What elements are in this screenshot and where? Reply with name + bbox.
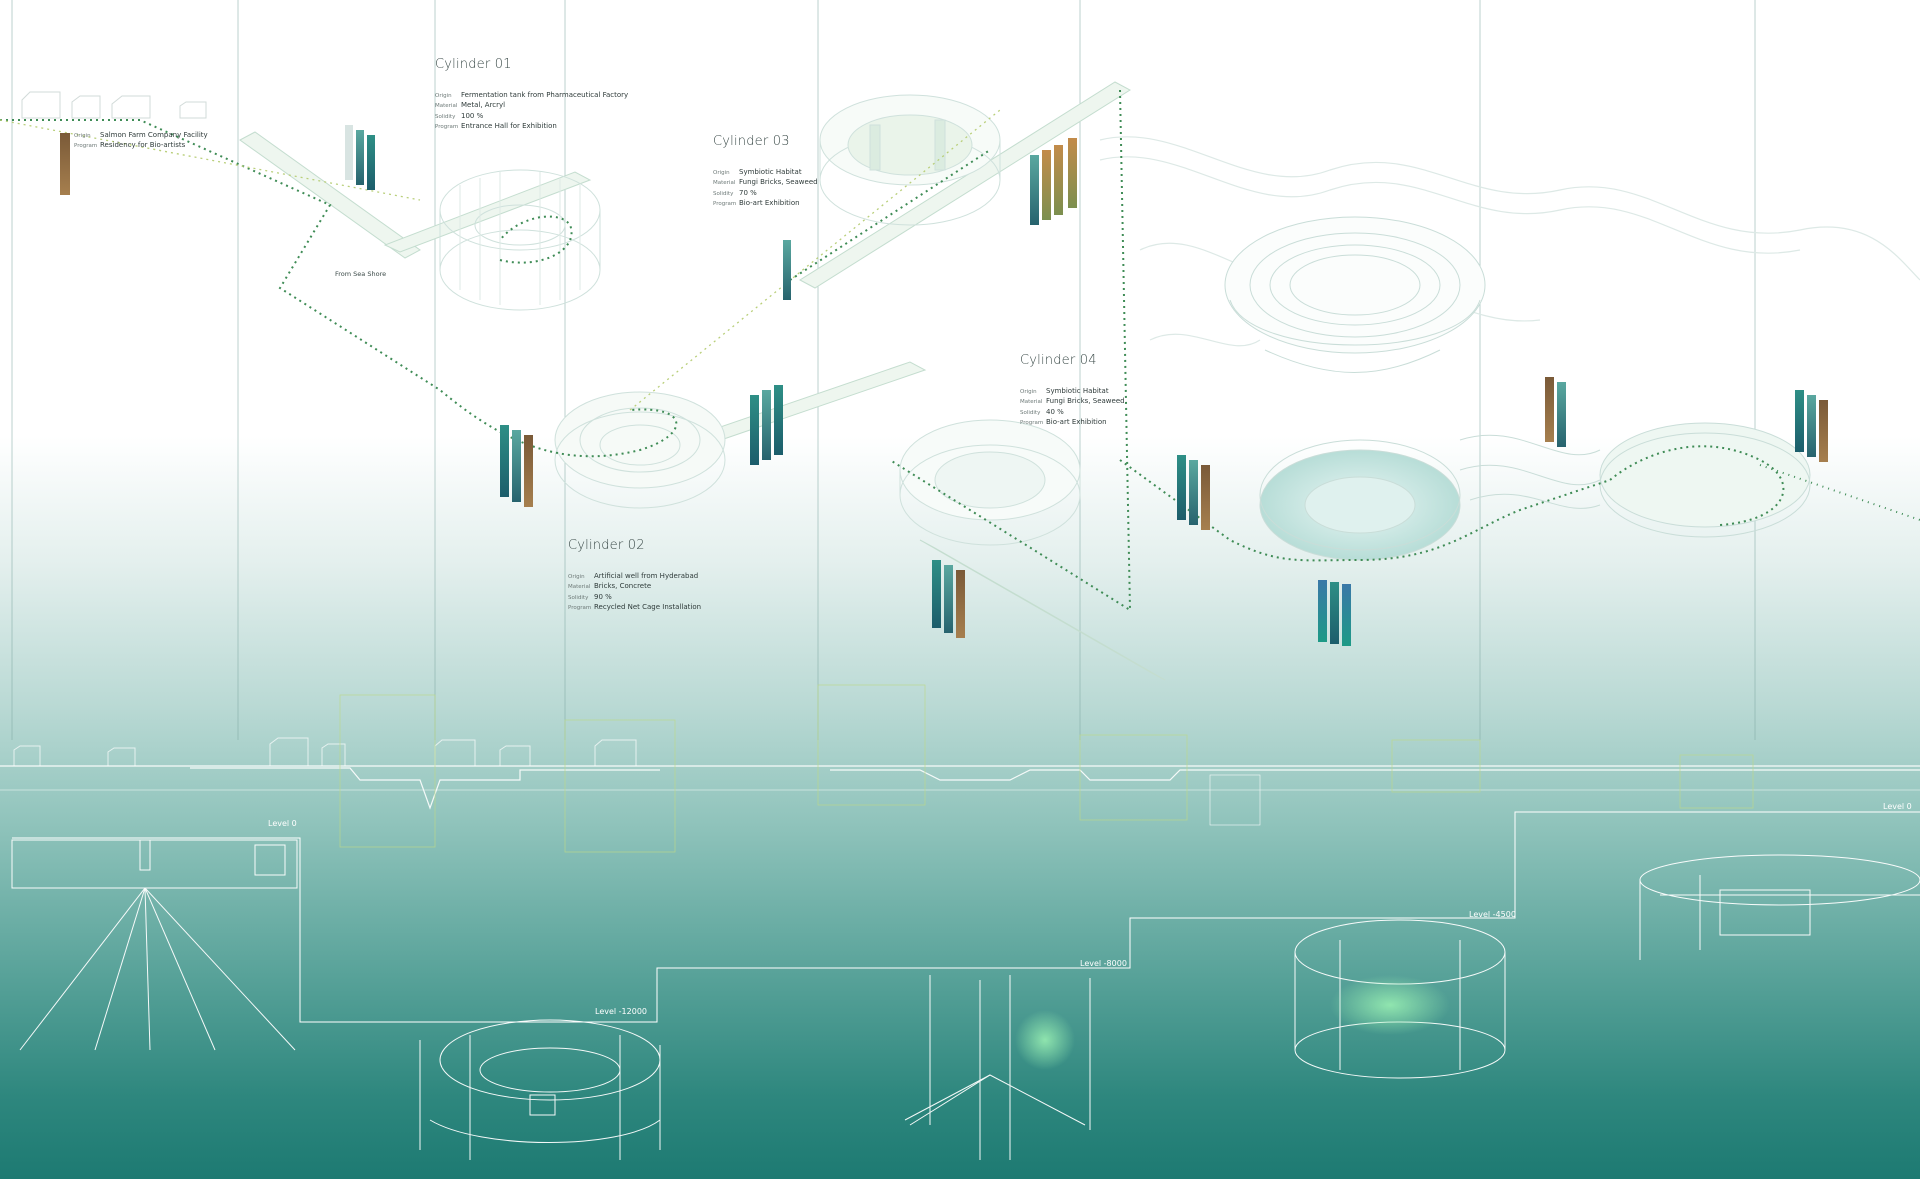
level-label: Level 0 — [268, 819, 297, 828]
cylinder-04-drawing — [899, 419, 1081, 546]
houses-top — [21, 91, 207, 119]
level-label: Level 0 — [1883, 802, 1912, 811]
cylinder-03-title: Cylinder 03 — [713, 134, 790, 149]
view-level-0-left — [11, 839, 298, 1051]
terrain-contours — [1099, 136, 1920, 347]
view-level-minus-8000 — [904, 975, 1091, 1160]
bowl-complex — [1224, 216, 1811, 561]
cylinder-02-title: Cylinder 02 — [568, 538, 645, 553]
material-swatches — [60, 125, 1828, 646]
level-label: Level -12000 — [595, 1007, 647, 1016]
cylinder-03-drawing — [819, 94, 1001, 226]
level-label: Level -4500 — [1469, 910, 1516, 919]
view-level-minus-12000 — [419, 1019, 661, 1160]
view-level-0-right — [1639, 854, 1920, 960]
cylinder-01-drawing — [439, 169, 601, 311]
cylinder-04-title: Cylinder 04 — [1020, 353, 1097, 368]
level-label: Level -8000 — [1080, 959, 1127, 968]
level-profile — [12, 811, 1920, 1023]
view-level-minus-4500 — [1294, 919, 1506, 1079]
section-houses — [13, 737, 637, 766]
section-strip — [0, 765, 1920, 826]
sea-shore-note: From Sea Shore — [335, 270, 387, 278]
cylinder-01-title: Cylinder 01 — [435, 57, 512, 72]
section-boxes — [339, 684, 1754, 853]
cylinder-02-drawing — [554, 391, 726, 509]
vertical-gridlines — [11, 0, 1756, 740]
ramps — [239, 81, 1166, 681]
dotted-circulation — [0, 89, 1920, 612]
dotted-secondary — [0, 109, 1001, 411]
